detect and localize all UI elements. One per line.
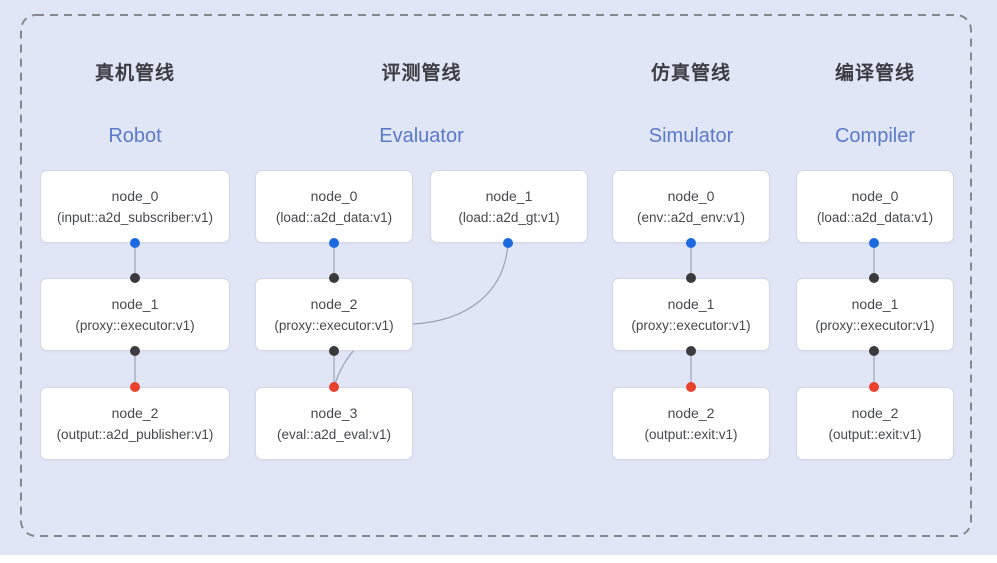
node-name: node_1 xyxy=(667,295,715,312)
node-name: node_2 xyxy=(111,404,159,421)
port-dot-red xyxy=(686,382,696,392)
bottom-white-strip xyxy=(0,555,997,563)
pipeline-title-zh-robot: 真机管线 xyxy=(94,63,175,84)
node-impl: (proxy::executor:v1) xyxy=(75,317,195,333)
node-name: node_0 xyxy=(667,187,715,204)
node-box-simulator-node0: node_0 (env::a2d_env:v1) xyxy=(612,170,770,243)
port-dot-blue xyxy=(869,238,879,248)
port-dot-blue xyxy=(686,238,696,248)
node-impl: (load::a2d_data:v1) xyxy=(816,209,934,225)
node-name: node_0 xyxy=(851,187,899,204)
pipeline-title-en-compiler: Compiler xyxy=(834,125,916,147)
node-name: node_0 xyxy=(111,187,159,204)
port-dot-black xyxy=(130,273,140,283)
node-box-evaluator-node2: node_2 (proxy::executor:v1) xyxy=(255,278,413,351)
port-dot-blue xyxy=(130,238,140,248)
node-impl: (output::a2d_publisher:v1) xyxy=(56,426,214,442)
node-name: node_1 xyxy=(485,187,533,204)
port-dot-black xyxy=(130,346,140,356)
pipeline-title-zh-compiler: 编译管线 xyxy=(834,63,915,84)
port-dot-black xyxy=(686,346,696,356)
pipeline-title-en-evaluator: Evaluator xyxy=(379,125,464,147)
port-dot-black xyxy=(329,346,339,356)
node-impl: (proxy::executor:v1) xyxy=(815,317,935,333)
node-box-compiler-node1: node_1 (proxy::executor:v1) xyxy=(796,278,954,351)
node-name: node_2 xyxy=(310,295,358,312)
node-impl: (eval::a2d_eval:v1) xyxy=(276,426,392,442)
node-box-evaluator-node3: node_3 (eval::a2d_eval:v1) xyxy=(255,387,413,460)
node-box-evaluator-node0: node_0 (load::a2d_data:v1) xyxy=(255,170,413,243)
port-dot-black xyxy=(329,273,339,283)
port-dot-red xyxy=(130,382,140,392)
node-name: node_2 xyxy=(667,404,715,421)
node-impl: (output::exit:v1) xyxy=(644,426,738,442)
node-impl: (load::a2d_data:v1) xyxy=(275,209,393,225)
node-name: node_1 xyxy=(111,295,159,312)
port-dot-blue xyxy=(329,238,339,248)
node-impl: (output::exit:v1) xyxy=(828,426,922,442)
node-impl: (proxy::executor:v1) xyxy=(274,317,394,333)
port-dot-red xyxy=(329,382,339,392)
node-box-robot-node1: node_1 (proxy::executor:v1) xyxy=(40,278,230,351)
node-box-compiler-node2: node_2 (output::exit:v1) xyxy=(796,387,954,460)
node-name: node_1 xyxy=(851,295,899,312)
port-dot-black xyxy=(686,273,696,283)
pipeline-title-en-simulator: Simulator xyxy=(648,125,734,147)
port-dot-black xyxy=(869,273,879,283)
node-name: node_2 xyxy=(851,404,899,421)
node-box-simulator-node1: node_1 (proxy::executor:v1) xyxy=(612,278,770,351)
node-name: node_3 xyxy=(310,404,358,421)
node-impl: (env::a2d_env:v1) xyxy=(636,209,746,225)
port-dot-red xyxy=(869,382,879,392)
node-impl: (proxy::executor:v1) xyxy=(631,317,751,333)
node-box-compiler-node0: node_0 (load::a2d_data:v1) xyxy=(796,170,954,243)
port-dot-black xyxy=(869,346,879,356)
node-box-robot-node0: node_0 (input::a2d_subscriber:v1) xyxy=(40,170,230,243)
node-box-evaluator-node1: node_1 (load::a2d_gt:v1) xyxy=(430,170,588,243)
node-impl: (load::a2d_gt:v1) xyxy=(458,209,560,225)
port-dot-blue xyxy=(503,238,513,248)
node-impl: (input::a2d_subscriber:v1) xyxy=(56,209,214,225)
pipeline-title-zh-evaluator: 评测管线 xyxy=(381,63,462,84)
node-name: node_0 xyxy=(310,187,358,204)
node-box-robot-node2: node_2 (output::a2d_publisher:v1) xyxy=(40,387,230,460)
pipeline-title-zh-simulator: 仿真管线 xyxy=(650,63,731,84)
node-box-simulator-node2: node_2 (output::exit:v1) xyxy=(612,387,770,460)
pipeline-title-en-robot: Robot xyxy=(108,125,162,147)
